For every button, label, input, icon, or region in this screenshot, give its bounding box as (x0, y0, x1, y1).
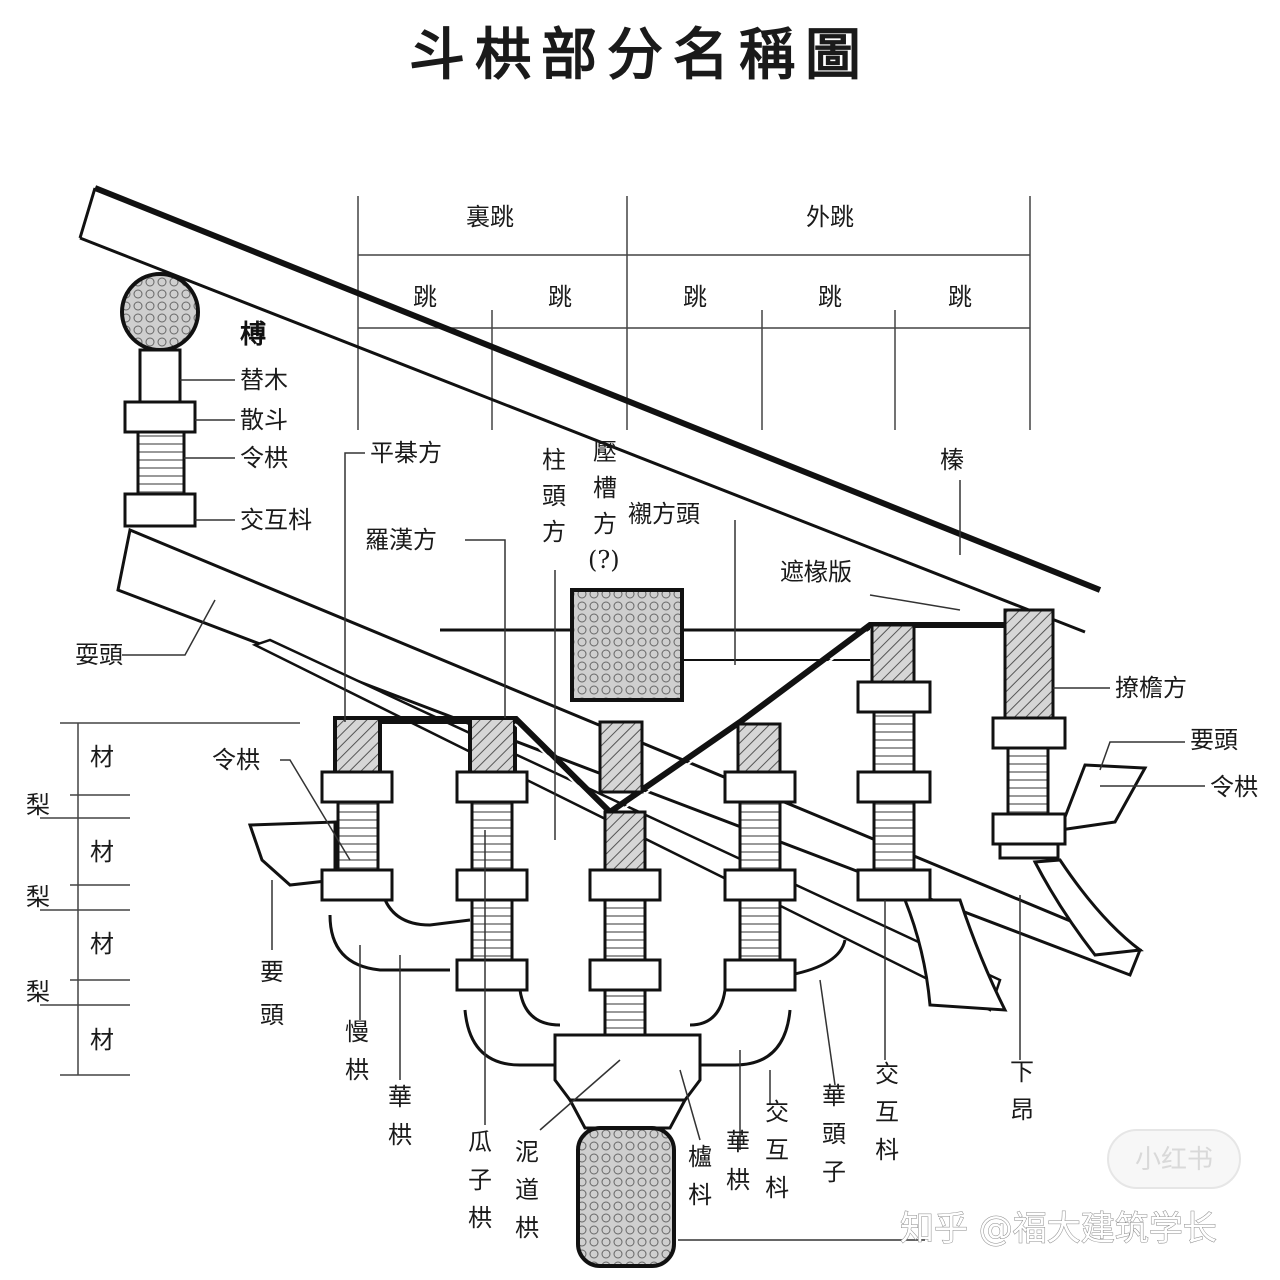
label-guazigong-1: 瓜 (468, 1128, 492, 1156)
label-tiao-5: 跳 (948, 283, 972, 311)
lingong-top-block (136, 430, 186, 496)
label-tiao-3: 跳 (683, 283, 707, 311)
liaoyanfang-block (1003, 608, 1055, 738)
label-liaoyanfang: 撩檐方 (1115, 674, 1187, 702)
stack-a (320, 770, 394, 902)
xiaohongshu-badge: 小红书 (1107, 1129, 1241, 1189)
cai-zhi-scale (40, 722, 300, 1076)
sando-block (123, 400, 197, 434)
label-sando: 散斗 (240, 406, 288, 434)
label-jiaohudou-top: 交互枓 (240, 506, 312, 534)
label-huagong2-1: 華 (726, 1128, 750, 1156)
label-xiaang-2: 昂 (1010, 1096, 1034, 1124)
label-yaotou-left-1: 要 (260, 958, 284, 986)
label-outer-tiao: 外跳 (806, 203, 854, 231)
label-tiao-2: 跳 (548, 283, 572, 311)
label-xiaang-1: 下 (1010, 1058, 1034, 1086)
label-timu: 替木 (240, 366, 288, 394)
label-mangong-1: 慢 (345, 1018, 369, 1046)
label-shuatou: 耍頭 (75, 641, 123, 669)
leader-lines (122, 379, 1205, 1241)
label-huagong-1: 華 (388, 1083, 412, 1111)
label-jiaohudou3-1: 交 (875, 1060, 899, 1088)
label-huatouzi-2: 頭 (822, 1120, 846, 1148)
label-huagong2-2: 栱 (726, 1166, 750, 1194)
zhutoufang-block (598, 720, 644, 794)
purlin-round (120, 272, 200, 352)
label-yaotou-left-2: 頭 (260, 1001, 284, 1029)
label-question: (?) (588, 546, 620, 574)
tiao-grid (357, 196, 1031, 430)
yacaofang-block (570, 588, 684, 702)
label-mangong-2: 栱 (345, 1056, 369, 1084)
label-luohanfang: 羅漢方 (365, 526, 437, 554)
label-jiaohudou3-3: 枓 (875, 1136, 899, 1164)
label-guazigong-2: 子 (468, 1166, 492, 1194)
label-chuan-right: 榛 (940, 446, 964, 474)
diagram-title: 斗栱部分名稱圖 (409, 22, 871, 88)
stack-f (991, 716, 1067, 860)
badge-text: 小红书 (1135, 1145, 1213, 1175)
jiaohudou-top-block (123, 492, 197, 528)
label-zhebian: 遮椽版 (780, 558, 852, 586)
label-huagong-2: 栱 (388, 1121, 412, 1149)
rafter (78, 185, 1102, 634)
label-yacaofang-1: 壓 (593, 438, 617, 466)
label-lidou-2: 枓 (688, 1181, 712, 1209)
label-chuan: 榑 (240, 320, 266, 350)
label-tiao-4: 跳 (818, 283, 842, 311)
label-zhi-3: 梨 (26, 978, 50, 1006)
ang-tail-1 (902, 898, 1008, 1012)
column-section (576, 1126, 676, 1268)
label-jiaohudou2-3: 枓 (765, 1174, 789, 1202)
label-nidaogong-3: 栱 (515, 1214, 539, 1242)
label-jiaohudou3-2: 互 (875, 1098, 899, 1126)
label-huatouzi-3: 子 (822, 1158, 846, 1186)
label-lingong-top: 令栱 (240, 444, 288, 472)
label-huatouzi-1: 華 (822, 1082, 846, 1110)
label-lingong-left: 令栱 (212, 746, 260, 774)
label-lidou-1: 櫨 (688, 1143, 712, 1171)
left-shuatou-blade (247, 820, 337, 887)
label-cai-1: 材 (90, 743, 114, 771)
label-jiaohudou2-1: 交 (765, 1098, 789, 1126)
label-lingong-right: 令栱 (1210, 773, 1258, 801)
stack-d (723, 770, 797, 992)
right-shuatou-blade (1057, 763, 1148, 832)
label-tiao-1: 跳 (413, 283, 437, 311)
timu-block (138, 348, 182, 407)
label-nidaogong-1: 泥 (515, 1138, 539, 1166)
label-jiaohudou2-2: 互 (765, 1136, 789, 1164)
label-zhi-1: 梨 (26, 791, 50, 819)
label-zhutoufang-1: 柱 (542, 446, 566, 474)
stack-c (588, 868, 662, 1037)
label-inner-tiao: 裏跳 (466, 203, 514, 231)
ludou-block (553, 1033, 702, 1102)
watermark: 知乎 @福大建筑学长 (900, 1209, 1217, 1249)
label-pingqifang: 平棊方 (370, 439, 442, 467)
label-yacaofang-2: 槽 (593, 474, 617, 502)
stack-b (455, 770, 529, 992)
label-cai-2: 材 (90, 838, 114, 866)
label-zhutoufang-2: 頭 (542, 482, 566, 510)
label-nidaogong-2: 道 (515, 1176, 539, 1204)
label-shuatou-right: 要頭 (1190, 726, 1238, 754)
stack-e (856, 680, 932, 902)
ang-tail-2 (1032, 858, 1144, 957)
label-cai-3: 材 (90, 930, 114, 958)
label-guazigong-3: 栱 (468, 1204, 492, 1232)
label-chenfangtou: 襯方頭 (628, 500, 700, 528)
label-zhi-2: 梨 (26, 883, 50, 911)
dou-stacks (320, 680, 1067, 1037)
label-cai-4: 材 (90, 1026, 114, 1054)
label-zhutoufang-3: 方 (542, 518, 566, 546)
label-yacaofang-3: 方 (593, 510, 617, 538)
